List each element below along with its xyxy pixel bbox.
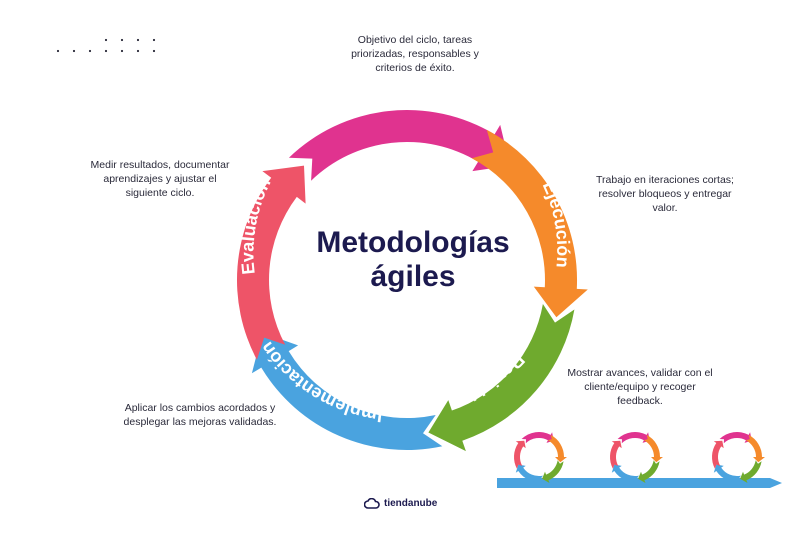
dot [104,38,108,42]
mini-arrow-revision [740,460,762,483]
mini-arrow-revision [638,460,660,483]
mini-arrow-revision [542,460,564,483]
brand-name: tiendanube [384,498,438,509]
center-title-line-1: Metodologías [316,226,510,259]
dot [136,49,140,53]
arrow-planificacion [288,109,510,181]
timeline-arrow [497,478,782,488]
dot [56,49,60,53]
cloud-icon [364,498,380,509]
dot [136,38,140,42]
mini-cycles-timeline [497,431,782,488]
dot [120,38,124,42]
note-planificacion: Objetivo del ciclo, tareas priorizadas, … [351,34,479,74]
mini-arrow-implementacion [611,464,641,483]
brand-logo: tiendanube [364,498,437,509]
mini-arrow-evaluacion [610,440,622,469]
mini-arrow-planificacion [617,431,650,444]
center-title: Metodologías ágiles [263,226,563,294]
mini-arrow-planificacion [521,431,554,444]
decorative-dots [56,38,156,53]
mini-arrow-ejecucion [547,434,567,463]
mini-arrow-planificacion [719,431,752,444]
center-title-line-2: ágiles [370,260,456,293]
arrow-label-planificacion: Planificación [339,80,458,112]
dot [120,49,124,53]
arrow-ejecucion [471,129,588,318]
mini-arrow-evaluacion [712,440,724,469]
mini-arrow-evaluacion [514,440,526,469]
mini-arrow-ejecucion [643,434,663,463]
dot [72,49,76,53]
mini-cycle-3 [712,431,765,483]
mini-cycle-2 [610,431,663,483]
arrow-revision [428,304,575,452]
arrow-evaluacion [236,165,306,360]
mini-arrow-implementacion [515,464,545,483]
dot [104,49,108,53]
note-evaluacion: Medir resultados, documentar aprendizaje… [90,159,230,199]
arrow-implementacion [251,332,443,451]
mini-cycle-1 [514,431,567,483]
dot [152,49,156,53]
dot [152,38,156,42]
note-implementacion: Aplicar los cambios acordados y desplega… [123,402,277,428]
note-ejecucion: Trabajo en iteraciones cortas; resolver … [596,174,734,214]
dot [88,49,92,53]
note-revision: Mostrar avances, validar con el cliente/… [567,367,713,407]
mini-arrow-ejecucion [745,434,765,463]
mini-arrow-implementacion [713,464,743,483]
